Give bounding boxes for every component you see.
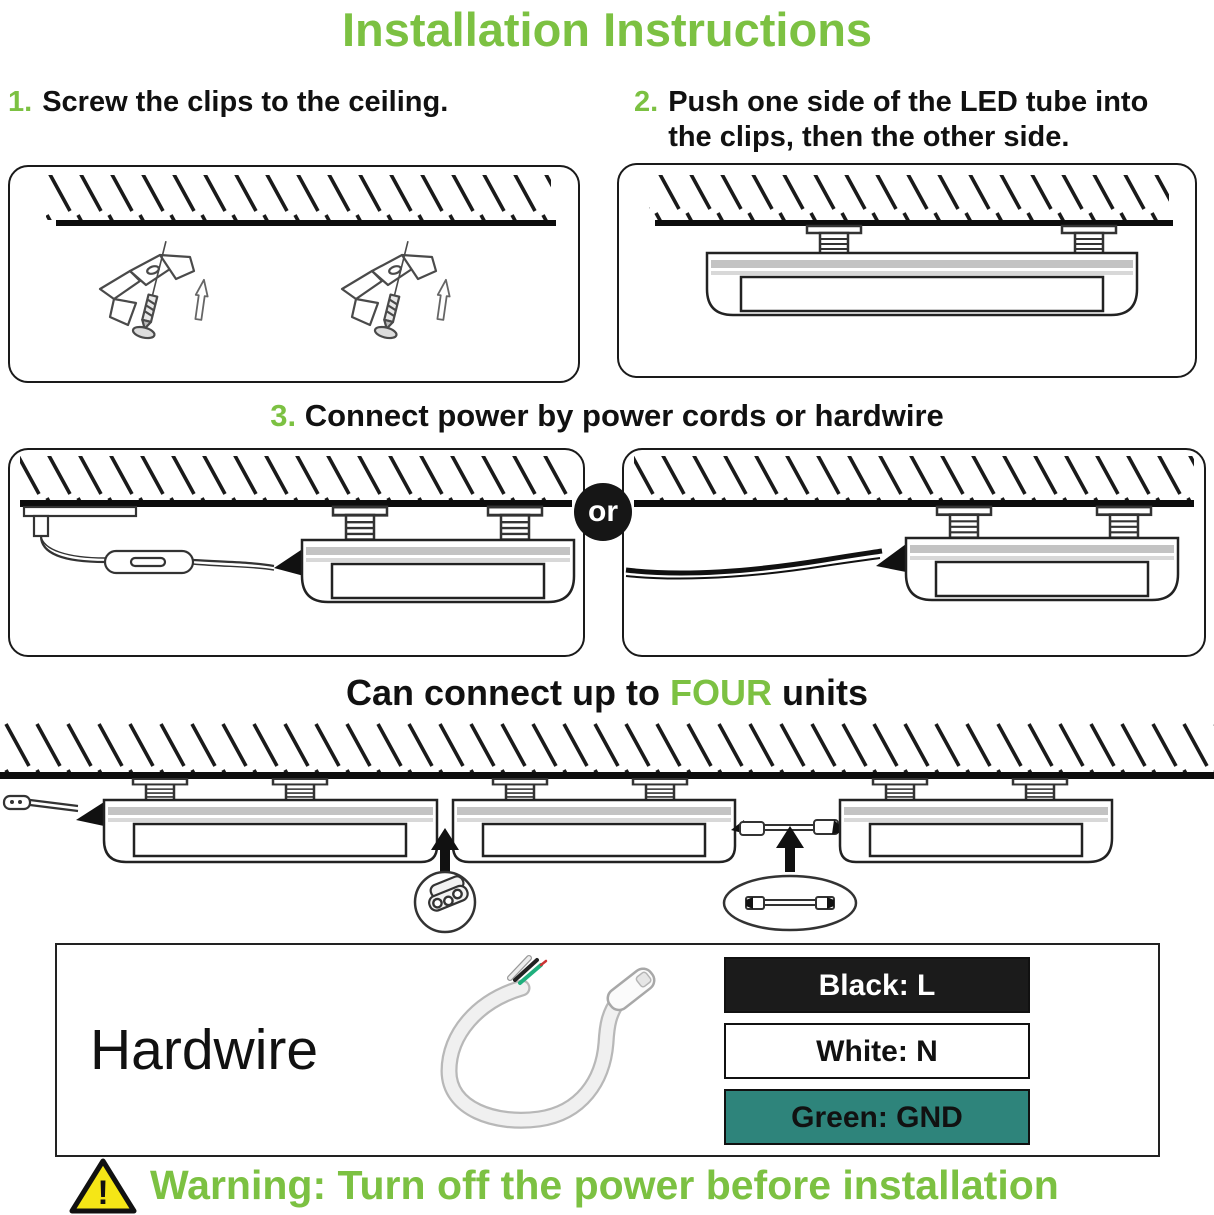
ceiling-hatch: [634, 456, 1194, 500]
mounting-clip: [1011, 777, 1069, 803]
mounting-clip: [131, 777, 189, 803]
step-2-text: Push one side of the LED tube into the c…: [668, 86, 1149, 154]
mounting-clip: [805, 224, 863, 256]
connect-note-prefix: Can connect up to: [346, 672, 670, 713]
pin-connector-icon: [413, 870, 477, 934]
step-3-power-cord-diagram: [8, 448, 585, 657]
led-tube-1: [102, 798, 439, 864]
led-tube: [904, 536, 1180, 602]
clip-screw-icon: [340, 237, 453, 342]
step-1-label: 1. Screw the clips to the ceiling.: [8, 85, 608, 120]
ceiling-line: [655, 220, 1173, 226]
mounting-clip: [331, 505, 389, 542]
step-3-hardwire-diagram: [622, 448, 1206, 657]
mounting-clip: [631, 777, 689, 803]
ceiling-hatch: [649, 175, 1169, 220]
step-2-number: 2.: [634, 86, 659, 118]
ceiling-line: [56, 220, 556, 226]
step-1-illustration: [46, 175, 556, 342]
tube-connector-wedge: [876, 544, 906, 572]
mounting-clip: [491, 777, 549, 803]
linking-cable-icon: [722, 874, 858, 932]
hardwire-cable: [625, 548, 883, 580]
warning-exclamation: !: [97, 1174, 108, 1212]
step-2-label: 2. Push one side of the LED tube into th…: [634, 85, 1214, 156]
connect-note-highlight: FOUR: [670, 672, 772, 713]
stripped-wires: [507, 955, 548, 985]
joint-arrow-icon: [431, 828, 459, 874]
led-tube: [705, 251, 1139, 317]
page-title: Installation Instructions: [341, 3, 873, 56]
step-2-illustration: [649, 175, 1173, 317]
mounting-clip: [871, 777, 929, 803]
hardwire-cable-image: [440, 955, 656, 1129]
step-1-diagram: [8, 165, 580, 383]
hardwire-panel: Hardwire Black: L White: N Green: GND: [55, 943, 1160, 1157]
hardwire-illustration: [625, 456, 1194, 602]
ceiling-line: [20, 500, 572, 507]
four-units-diagram: [0, 722, 1214, 934]
clip-screw-icon: [98, 237, 211, 342]
step-3-number: 3.: [270, 398, 297, 433]
wire-label-white: White: N: [724, 1023, 1030, 1079]
mounting-clip: [935, 505, 993, 540]
ceiling-hatch: [0, 722, 1214, 772]
mounting-clip: [486, 505, 544, 542]
cable-connector: [606, 967, 656, 1012]
step-1-text: Screw the clips to the ceiling.: [42, 86, 449, 118]
ceiling-line: [0, 772, 1214, 779]
mounting-clip: [1095, 505, 1153, 540]
step-2-diagram: [617, 163, 1197, 378]
step-1-number: 1.: [8, 86, 33, 118]
step-3-label: 3. Connect power by power cords or hardw…: [0, 398, 1214, 434]
power-input-cord: [2, 794, 104, 826]
wire-label-green: Green: GND: [724, 1089, 1030, 1145]
led-tube-3: [838, 798, 1114, 864]
mounting-clip: [271, 777, 329, 803]
mounting-clip: [1060, 224, 1118, 256]
step-3-text: Connect power by power cords or hardwire: [304, 398, 944, 433]
connect-note: Can connect up to FOUR units: [0, 672, 1214, 714]
warning-text: Warning: Turn off the power before insta…: [150, 1162, 1059, 1208]
connect-note-suffix: units: [772, 672, 868, 713]
wire-label-black: Black: L: [724, 957, 1030, 1013]
power-cord-illustration: [20, 456, 576, 604]
led-tube-2: [451, 798, 737, 864]
hardwire-title: Hardwire: [90, 1018, 319, 1082]
led-tube: [300, 538, 576, 604]
power-cord: [22, 505, 275, 575]
tube-connector-wedge: [274, 548, 304, 576]
ceiling-line: [634, 500, 1194, 507]
cable-arrow-icon: [776, 826, 804, 872]
ceiling-hatch: [46, 175, 551, 220]
warning-triangle-icon: !: [69, 1158, 137, 1214]
ceiling-hatch: [20, 456, 572, 500]
wire-label-list: Black: L White: N Green: GND: [724, 957, 1030, 1155]
or-badge: or: [574, 483, 632, 541]
